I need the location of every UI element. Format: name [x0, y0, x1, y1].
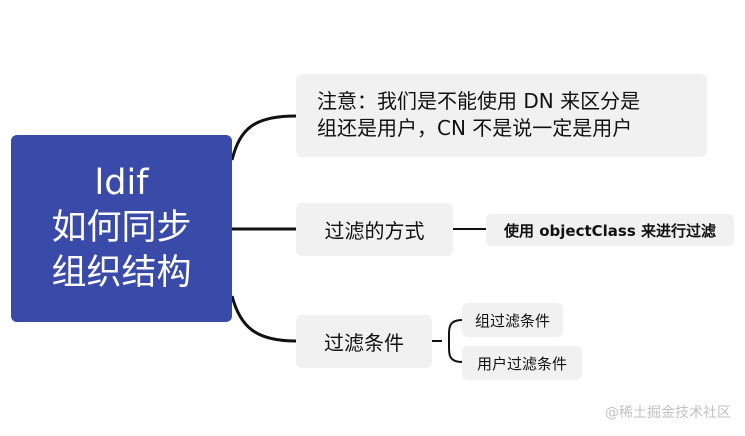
note-line-1: 注意：我们是不能使用 DN 来区分是 [317, 89, 641, 113]
group-filter-label: 组过滤条件 [474, 311, 550, 330]
filter-conditions-topic[interactable]: 过滤条件 [296, 315, 432, 368]
user-filter-subtopic[interactable]: 用户过滤条件 [462, 346, 582, 380]
object-class-label: 使用 objectClass 来进行过滤 [504, 221, 716, 240]
root-topic[interactable]: ldif 如何同步 组织结构 [11, 135, 232, 322]
connector-root-to-note [230, 114, 297, 161]
note-line-2: 组还是用户，CN 不是说一定是用户 [317, 116, 633, 140]
root-topic-line-2: 如何同步 [51, 208, 192, 248]
group-filter-subtopic[interactable]: 组过滤条件 [462, 303, 563, 337]
connector-root-to-filter-conditions [230, 295, 297, 343]
object-class-subtopic[interactable]: 使用 objectClass 来进行过滤 [486, 214, 734, 246]
connector-filter-conditions-bracket [432, 319, 463, 363]
root-topic-line-1: ldif [94, 163, 149, 203]
watermark-text: @稀土掘金技术社区 [605, 405, 731, 421]
filter-method-topic[interactable]: 过滤的方式 [296, 203, 453, 256]
filter-conditions-label: 过滤条件 [324, 331, 404, 355]
user-filter-label: 用户过滤条件 [476, 354, 567, 373]
root-topic-line-3: 组织结构 [51, 253, 192, 293]
note-topic[interactable]: 注意：我们是不能使用 DN 来区分是 组还是用户，CN 不是说一定是用户 [296, 74, 707, 157]
filter-method-label: 过滤的方式 [324, 219, 425, 243]
